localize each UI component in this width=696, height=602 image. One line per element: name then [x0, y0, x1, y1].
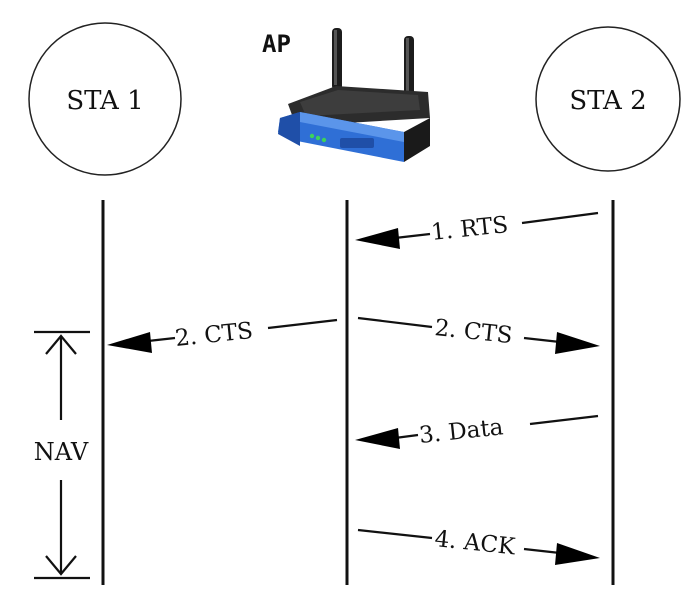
nav-label: NAV	[34, 438, 89, 466]
ack-label: 4. ACK	[433, 526, 517, 560]
cts-right-label: 2. CTS	[433, 315, 513, 349]
sta2-node	[535, 26, 681, 172]
sta2-label: STA 2	[569, 86, 646, 116]
sta1-node	[28, 22, 182, 176]
ack-arrow	[357, 528, 600, 565]
rts-label: 1. RTS	[430, 212, 510, 246]
wireless-router-icon	[278, 28, 430, 162]
data-label: 3. Data	[418, 414, 505, 449]
rts-arrow	[355, 211, 599, 249]
data-arrow	[355, 414, 599, 449]
ap-label: AP	[262, 30, 291, 58]
sta1-label: STA 1	[66, 86, 143, 116]
cts-right-arrow	[357, 316, 600, 354]
cts-left-label: 2. CTS	[174, 318, 254, 352]
nav-bracket	[34, 330, 90, 580]
cts-left-arrow	[107, 318, 338, 353]
